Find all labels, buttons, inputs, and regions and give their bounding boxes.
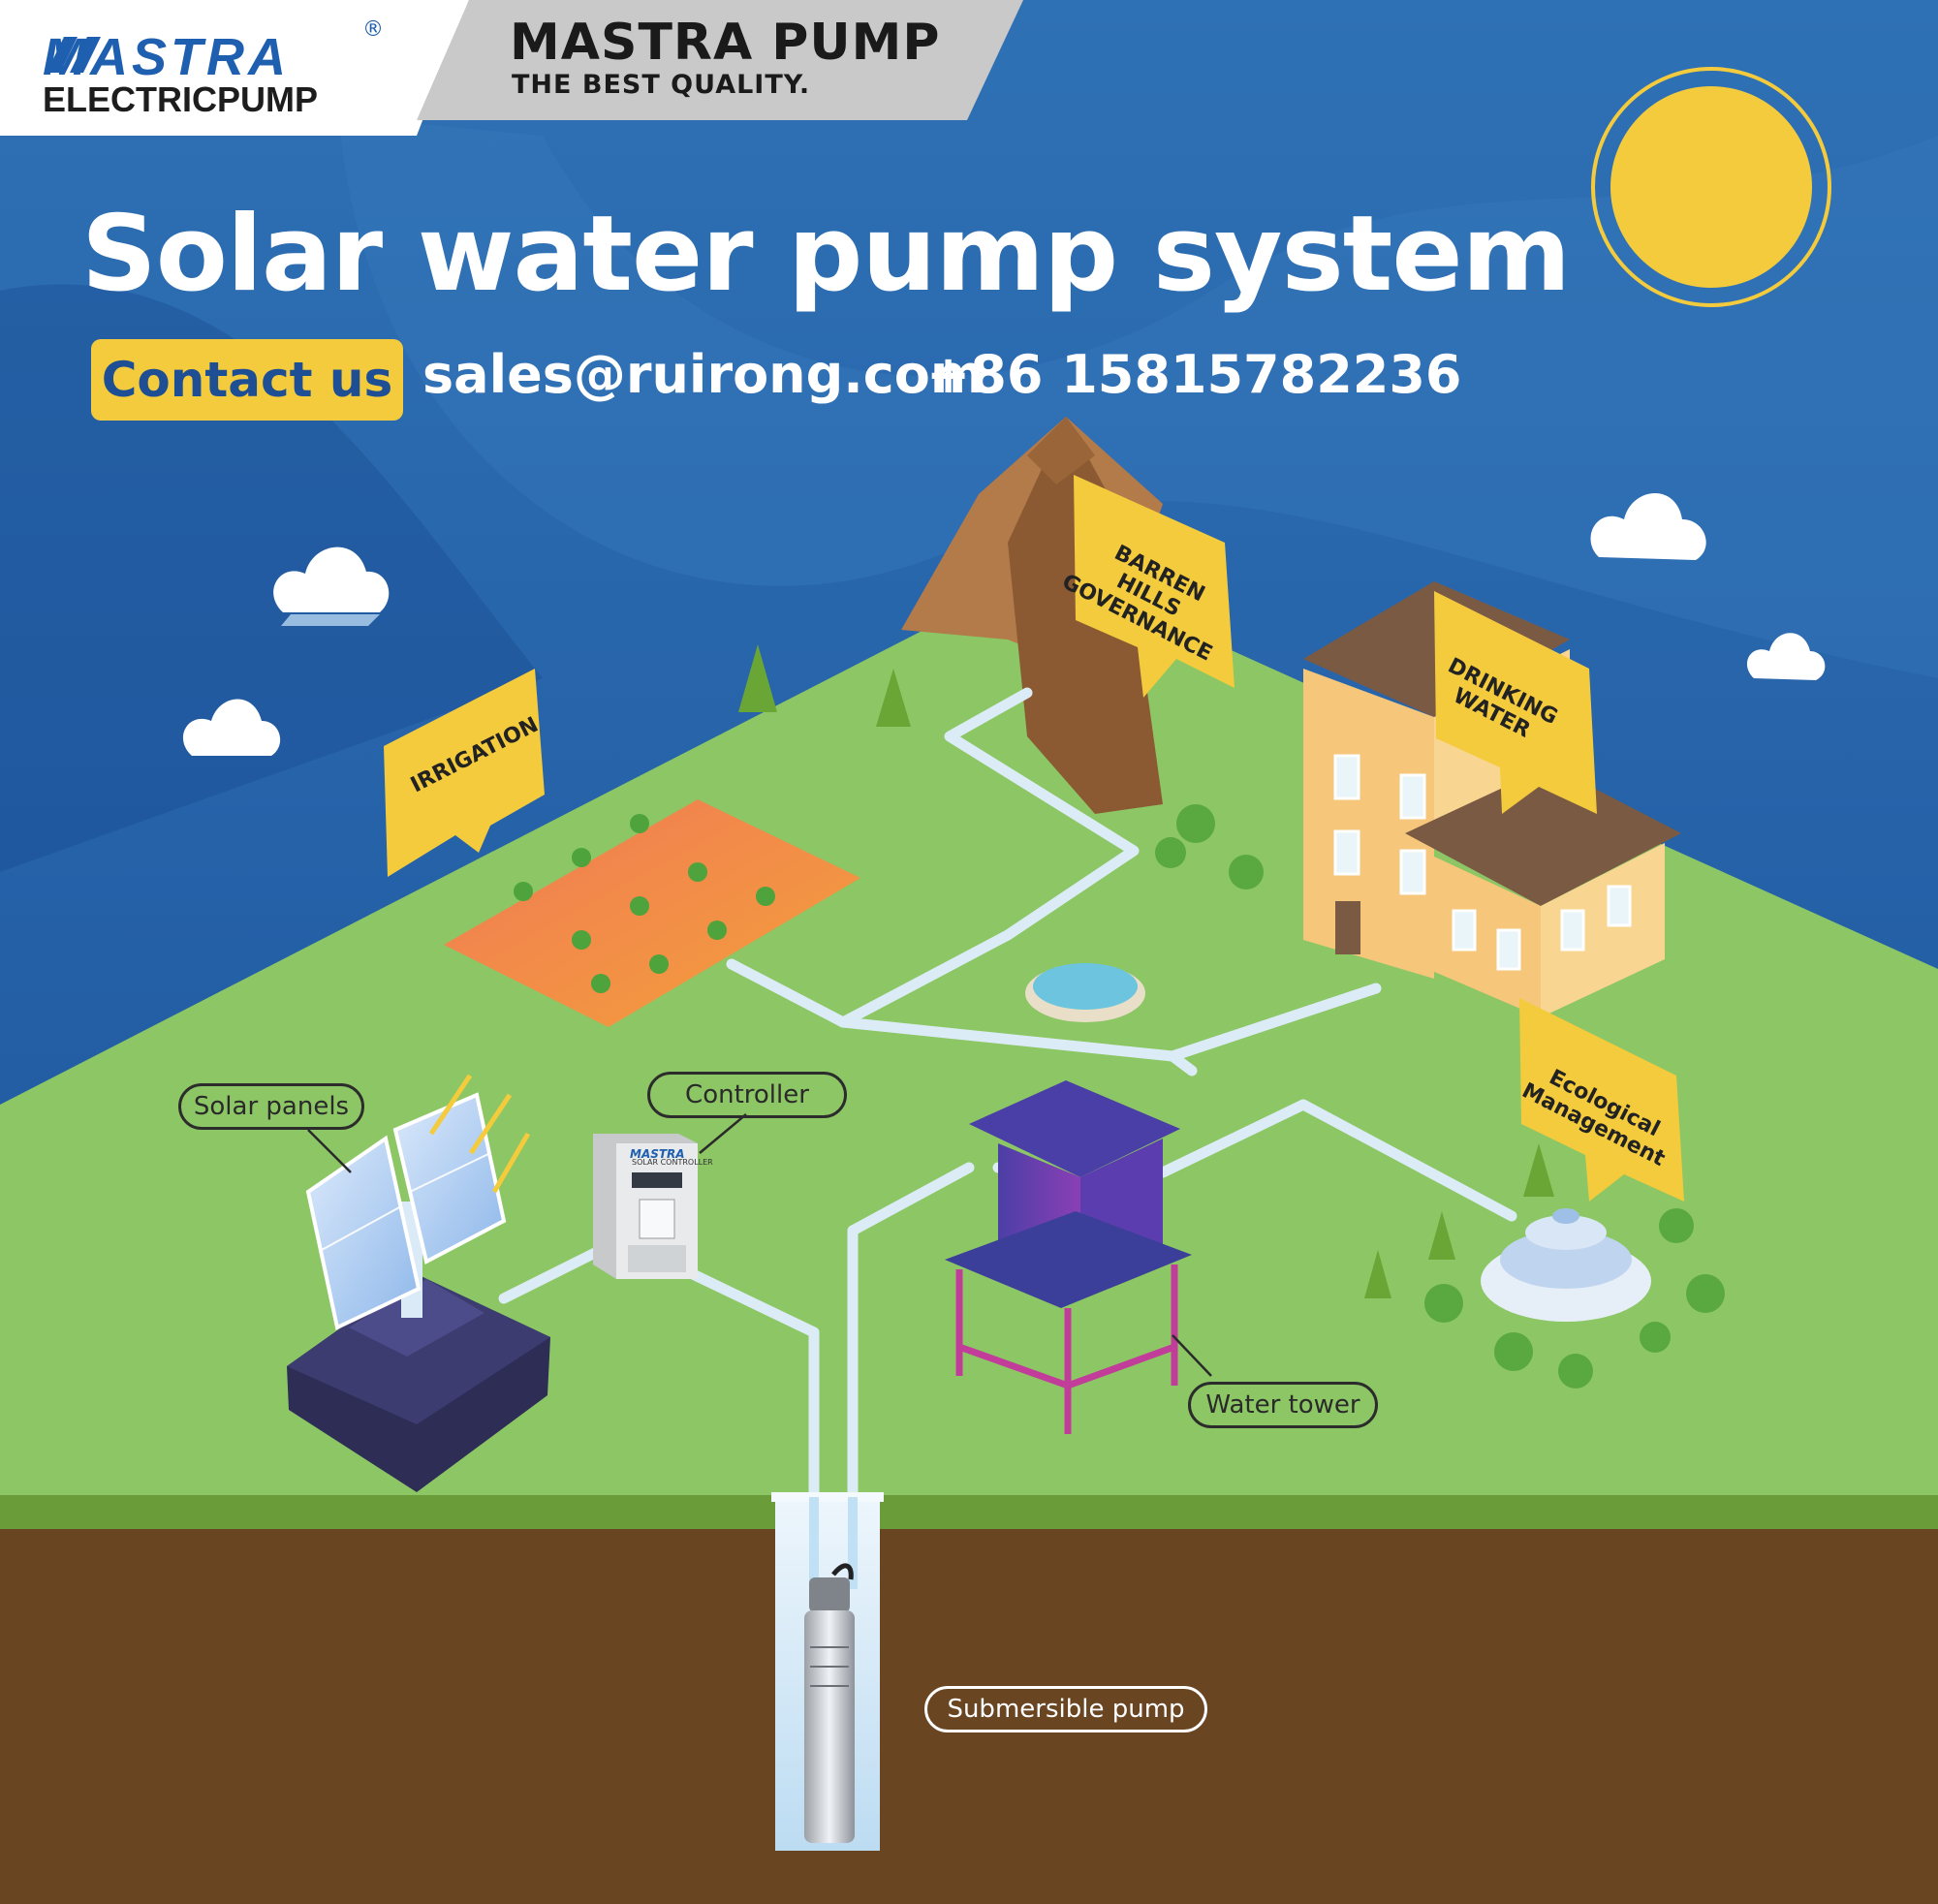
page-title: Solar water pump system xyxy=(81,194,1571,315)
cloud-shadow xyxy=(281,614,380,626)
well-rim xyxy=(771,1492,884,1502)
contact-us-button[interactable]: Contact us xyxy=(91,339,403,421)
sign-boards xyxy=(384,475,1684,1202)
sky-swirl-2 xyxy=(0,284,543,872)
controller-caption: SOLAR CONTROLLER xyxy=(632,1158,713,1167)
pool xyxy=(1025,963,1145,1022)
band-subtitle: THE BEST QUALITY. xyxy=(512,70,811,100)
registered-mark: ® xyxy=(362,17,384,42)
label-controller: Controller xyxy=(647,1072,847,1118)
logo-mark xyxy=(47,37,101,73)
email-link[interactable]: sales@ruirong.com xyxy=(422,344,985,405)
leader-lines xyxy=(307,1113,1212,1377)
sun-icon xyxy=(1591,67,1831,307)
phone-number[interactable]: +86 15815782236 xyxy=(926,344,1462,405)
controller-brand: MASTRA xyxy=(630,1147,685,1161)
grass-strip xyxy=(0,1495,1938,1530)
sky-swirl xyxy=(339,116,1938,678)
band-title: MASTRA PUMP xyxy=(510,14,941,72)
solar-panel-array xyxy=(287,1074,550,1492)
header-logo-area xyxy=(0,0,469,136)
submersible-pump xyxy=(804,1563,855,1843)
solar-controller-device xyxy=(593,1134,698,1279)
fountain xyxy=(1481,1208,1651,1322)
round-tree xyxy=(1155,804,1725,1389)
water-tower xyxy=(945,1080,1192,1434)
brand-subtext: ELECTRICPUMP xyxy=(43,79,319,119)
label-water-tower: Water tower xyxy=(1188,1382,1378,1428)
header-band xyxy=(417,0,1023,120)
label-submersible-pump: Submersible pump xyxy=(924,1686,1207,1732)
cloud-icon xyxy=(182,492,1826,756)
irrigation-field xyxy=(444,799,860,1027)
soil xyxy=(0,1529,1938,1904)
brand-logo[interactable]: MASTRA xyxy=(43,28,290,86)
pine-tree xyxy=(738,644,1554,1298)
label-solar-panels: Solar panels xyxy=(178,1083,364,1130)
water-pipes xyxy=(498,687,1517,1503)
